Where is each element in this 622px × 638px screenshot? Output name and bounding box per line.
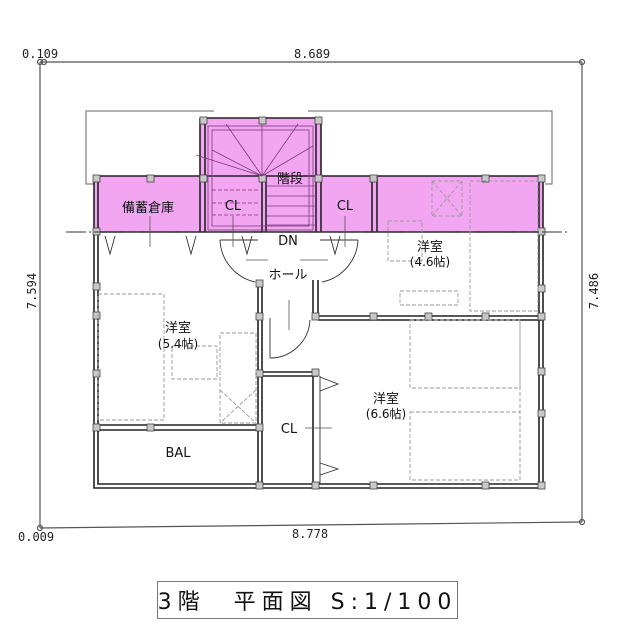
down-marker-label: DN — [278, 234, 298, 249]
room-c-size: (6.6帖) — [366, 406, 406, 421]
dim-right: 7.486 — [587, 273, 601, 309]
closet-left-label: CL — [225, 199, 242, 214]
room-c-name: 洋室 — [373, 391, 399, 407]
balcony-label: BAL — [165, 446, 191, 461]
dim-top: 8.689 — [294, 47, 330, 61]
site-boundary — [36, 58, 586, 532]
hall-label: ホール — [268, 268, 307, 283]
room-b-name: 洋室 — [165, 320, 191, 336]
dim-top-left: 0.109 — [22, 47, 58, 61]
stair-treads — [195, 123, 316, 231]
storage-label: 備蓄倉庫 — [122, 200, 174, 216]
room-b-size: (5.4帖) — [158, 336, 198, 351]
drawing-title-box: 3階 平面図 S:1/100 — [157, 581, 458, 619]
closet-right-label: CL — [337, 199, 354, 214]
doors — [104, 235, 359, 484]
room-a-name: 洋室 — [417, 239, 443, 255]
arrow-indicators — [149, 216, 346, 429]
furniture — [97, 180, 539, 481]
eave-outlines — [85, 110, 553, 185]
dim-bottom: 8.778 — [292, 527, 328, 541]
drawing-title: 3階 平面図 S:1/100 — [157, 590, 458, 615]
highlight-zones — [94, 118, 543, 232]
room-a-size: (4.6帖) — [410, 254, 450, 269]
columns — [92, 116, 546, 490]
dim-bottom-left: 0.009 — [18, 530, 54, 544]
closet-bottom-label: CL — [281, 422, 298, 437]
stairs-label: 階段 — [277, 172, 303, 187]
dim-left: 7.594 — [25, 273, 39, 309]
